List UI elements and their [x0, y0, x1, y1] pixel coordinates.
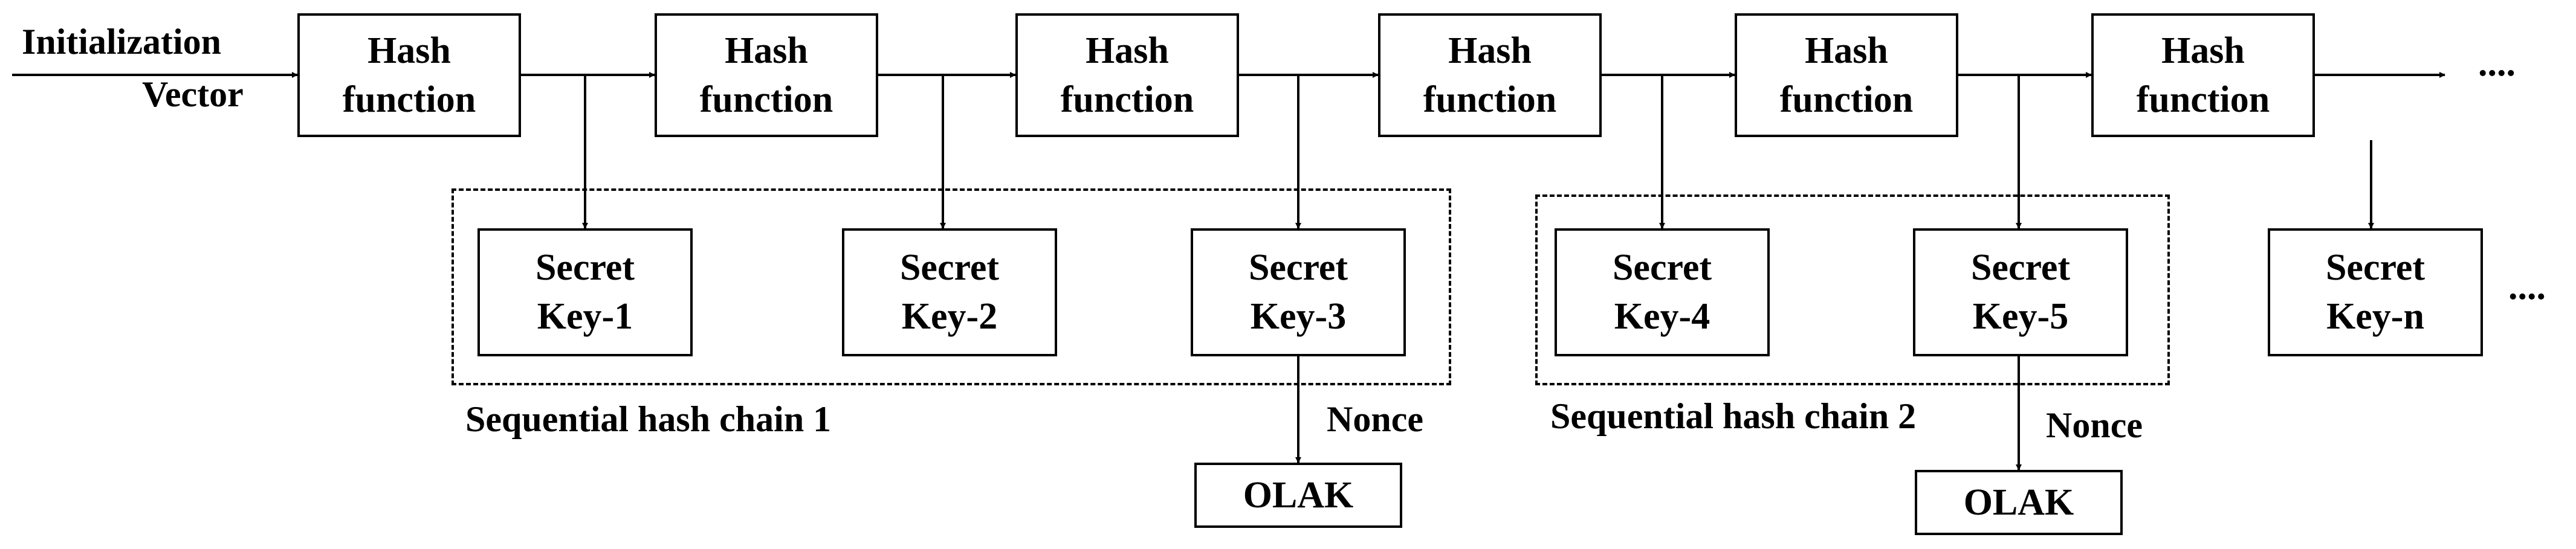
hash-function-5-line-2: function	[1779, 79, 1914, 120]
iv-label-line-2: Vector	[142, 74, 244, 114]
secret-key-n-line-2: Key-n	[2326, 296, 2424, 337]
olak-1-label: OLAK	[1243, 474, 1354, 516]
hash-function-2-line-1: Hash	[725, 30, 808, 71]
secret-key-3-line-2: Key-3	[1250, 296, 1347, 337]
secret-key-1-line-1: Secret	[535, 247, 635, 289]
secret-key-4-line-2: Key-4	[1614, 296, 1710, 337]
chain-1-label: Sequential hash chain 1	[465, 399, 832, 439]
hash-function-4-line-1: Hash	[1448, 30, 1532, 71]
secret-key-box-1: Secret Key-1	[477, 228, 693, 356]
hash-function-box-1: Hash function	[297, 13, 521, 137]
secret-key-3-line-1: Secret	[1248, 247, 1348, 289]
chain-1-group-border	[451, 188, 1451, 385]
secret-key-box-3: Secret Key-3	[1191, 228, 1406, 356]
continuation-bottom: ....	[2508, 266, 2546, 307]
hash-function-2-line-2: function	[699, 79, 833, 120]
chain-2-group-border	[1535, 194, 2170, 385]
secret-key-box-n: Secret Key-n	[2268, 228, 2483, 356]
hash-function-1-line-1: Hash	[367, 30, 451, 71]
hash-function-6-line-2: function	[2136, 79, 2270, 120]
chain-2-label: Sequential hash chain 2	[1550, 396, 1917, 436]
hash-function-1-line-2: function	[342, 79, 476, 120]
secret-key-5-line-1: Secret	[1970, 247, 2071, 289]
nonce-label-2: Nonce	[2046, 405, 2143, 445]
secret-key-5-line-2: Key-5	[1972, 296, 2069, 337]
continuation-top: ....	[2478, 43, 2516, 84]
hash-function-3-line-1: Hash	[1086, 30, 1169, 71]
hash-function-4-line-2: function	[1423, 79, 1557, 120]
secret-key-2-line-2: Key-2	[901, 296, 998, 337]
secret-key-box-5: Secret Key-5	[1913, 228, 2128, 356]
nonce-label-1: Nonce	[1327, 399, 1423, 439]
hash-function-box-5: Hash function	[1735, 13, 1958, 137]
olak-box-1: OLAK	[1194, 463, 1402, 528]
hash-function-box-6: Hash function	[2091, 13, 2315, 137]
hash-function-3-line-2: function	[1060, 79, 1194, 120]
hash-function-box-4: Hash function	[1378, 13, 1602, 137]
hash-function-5-line-1: Hash	[1805, 30, 1888, 71]
secret-key-2-line-1: Secret	[899, 247, 1000, 289]
olak-box-2: OLAK	[1915, 470, 2123, 535]
hash-function-box-2: Hash function	[655, 13, 878, 137]
secret-key-4-line-1: Secret	[1612, 247, 1712, 289]
secret-key-box-4: Secret Key-4	[1555, 228, 1770, 356]
hash-function-box-3: Hash function	[1015, 13, 1239, 137]
olak-2-label: OLAK	[1963, 481, 2074, 523]
iv-label-line-1: Initialization	[22, 22, 222, 62]
secret-key-1-line-2: Key-1	[537, 296, 633, 337]
secret-key-box-2: Secret Key-2	[842, 228, 1057, 356]
secret-key-n-line-1: Secret	[2325, 247, 2426, 289]
hash-function-6-line-1: Hash	[2161, 30, 2245, 71]
